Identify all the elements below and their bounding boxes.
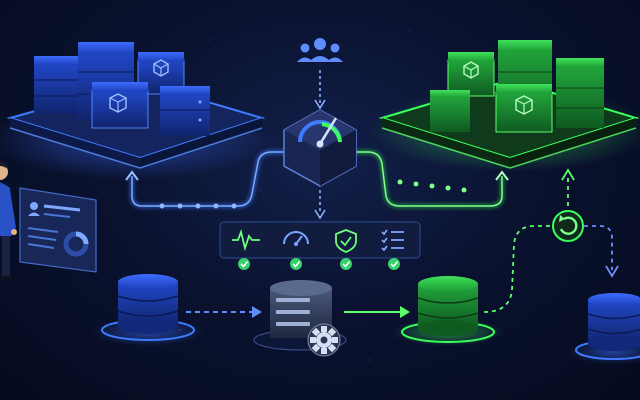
traffic-router (283, 109, 357, 187)
shield-check-icon (335, 229, 357, 253)
blue-database-replica (568, 293, 640, 364)
check-icon (290, 258, 302, 270)
green-server-stack-2 (556, 58, 604, 128)
blue-server-stack-1 (34, 56, 78, 114)
migration-to-green-link (344, 306, 410, 318)
arrow-up-icon (125, 170, 139, 181)
blue-traffic-dots (159, 203, 237, 209)
dashboard-panel (19, 187, 97, 273)
checklist-icon (381, 229, 404, 252)
check-icon (238, 258, 250, 270)
migration-server (253, 280, 347, 357)
cube-icon (153, 59, 169, 77)
blue-environment (0, 42, 270, 180)
blue-database (92, 274, 204, 346)
cube-icon (515, 95, 533, 115)
blue-to-migration-link (186, 306, 262, 318)
donut-chart-icon (63, 231, 89, 257)
blue-server-stack-3 (160, 86, 210, 136)
blue-container-box-2 (91, 82, 149, 129)
refresh-icon (552, 210, 584, 242)
green-traffic-dots (397, 179, 467, 193)
gear-icon (307, 323, 341, 357)
green-container-box-1 (447, 52, 495, 97)
green-database (392, 276, 504, 346)
monitoring-status-checks (238, 258, 400, 270)
green-server-stack-3 (430, 90, 470, 132)
speedometer-icon (283, 231, 309, 246)
heartbeat-icon (232, 228, 260, 252)
person-figure (0, 161, 17, 280)
cube-icon (109, 93, 127, 113)
green-traffic-path (350, 150, 509, 208)
router-to-monitor-link (314, 190, 326, 220)
cube-icon (463, 61, 479, 79)
green-environment (370, 40, 640, 172)
check-icon (340, 258, 352, 270)
speedometer-icon (298, 117, 342, 148)
check-icon (388, 258, 400, 270)
replication-path (483, 168, 619, 313)
green-container-box-2 (495, 84, 553, 133)
arrow-up-icon (495, 170, 509, 181)
blue-traffic-path (125, 150, 290, 209)
users-icon (297, 38, 343, 62)
users-to-router-link (314, 70, 326, 110)
monitoring-panel (219, 221, 421, 259)
user-profile-icon (28, 202, 40, 216)
